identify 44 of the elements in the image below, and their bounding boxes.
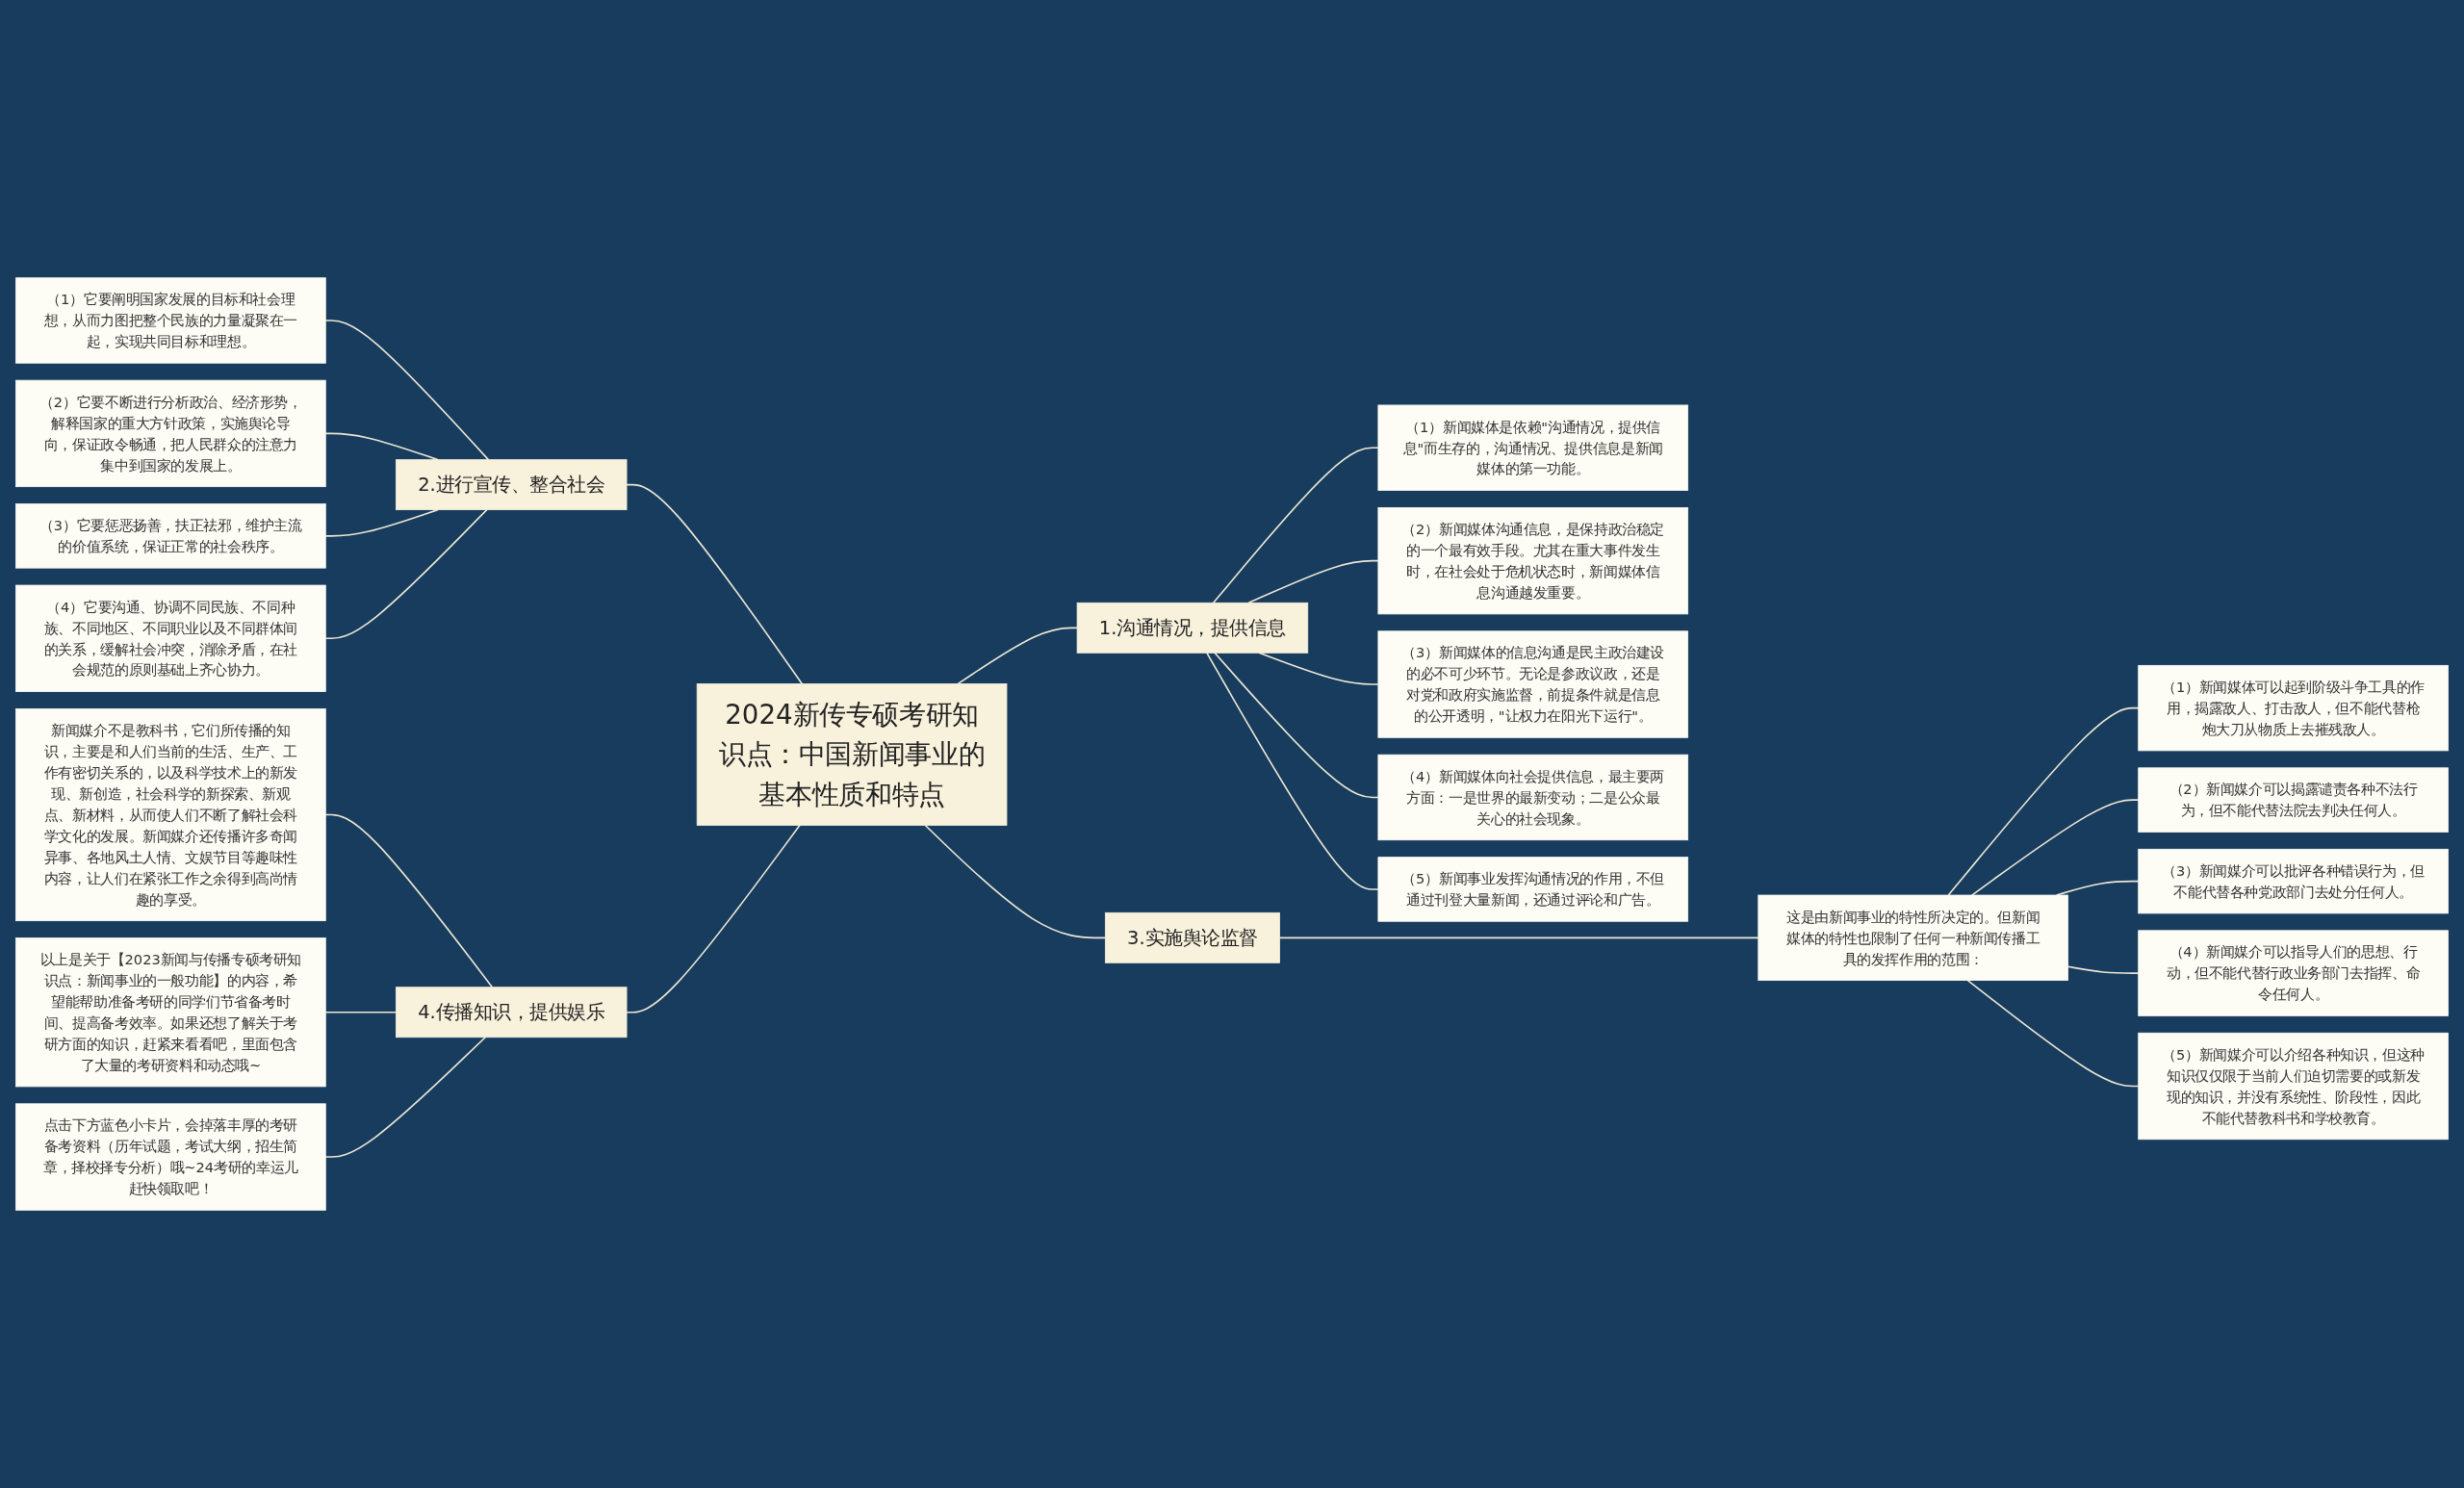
node-box: 1.沟通情况，提供信息 — [1076, 602, 1309, 654]
connector — [2066, 965, 2140, 974]
connector — [1947, 706, 2140, 896]
connector — [1970, 799, 2140, 896]
node-box: （2）它要不断进行分析政治、经济形势，解释国家的重大方针政策，实施舆论导向，保证政令畅通，把人民群众的注意力集中到国家的发展上。 — [15, 379, 326, 488]
node-box: （4）它要沟通、协调不同民族、不同种族、不同地区、不同职业以及不同群体间的关系，缓解社会冲突，消除矛盾，在社会规范的原则基础上齐心协力。 — [15, 584, 326, 692]
node-box: （1）新闻媒体是依赖"沟通情况，提供信息"而生存的，沟通情况、提供信息是新闻媒体的第一功能。 — [1377, 404, 1689, 491]
connector — [324, 1011, 398, 1013]
connector — [324, 320, 490, 461]
node-box: 新闻媒介不是教科书，它们所传播的知识，主要是和人们当前的生活、生产、工作有密切关系的，以及科学技术上的新发现、新创造，社会科学的新探索、新观点、新材料，从而使人们不断了解社会科学文化的发展。新闻媒介还传播许多奇闻异事、各地风土人情、文娱节目等趣味性内容，让人们在紧张工作之余得到高尚情趣的享受。 — [15, 708, 326, 922]
node-box: （5）新闻事业发挥沟通情况的作用，不但通过刊登大量新闻，还通过评论和广告。 — [1377, 857, 1689, 922]
node-box: 以上是关于【2023新闻与传播专硕考研知识点：新闻事业的一般功能】的内容，希望能帮助准备考研的同学们节省备考时间、提高备考效率。如果还想了解关于考研方面的知识，赶紧来看看吧，里面包含了大量的考研资料和动态哦~ — [15, 937, 326, 1088]
node-box: 这是由新闻事业的特性所决定的。但新闻媒体的特性也限制了任何一种新闻传播工具的发挥作用的范围： — [1758, 894, 2068, 981]
connector — [957, 627, 1078, 685]
connector — [324, 813, 494, 988]
connector — [324, 432, 439, 461]
node-box: 4.传播知识，提供娱乐 — [396, 987, 628, 1039]
node-box: （3）新闻媒介可以批评各种错误行为，但不能代替各种党政部门去处分任何人。 — [2138, 848, 2449, 914]
connector — [1214, 652, 1379, 799]
connector — [1278, 936, 1759, 939]
node-box: （4）新闻媒体向社会提供信息，最主要两方面：一是世界的最新变动；二是公众最关心的社会现象。 — [1377, 754, 1689, 841]
connector — [1212, 447, 1379, 604]
connector — [324, 1036, 486, 1158]
connector — [324, 508, 439, 537]
connector — [1247, 559, 1379, 604]
connector — [924, 824, 1107, 939]
node-box: （2）新闻媒体沟通信息，是保持政治稳定的一个最有效手段。尤其在重大事件发生时，在社会处于危机状态时，新闻媒体信息沟通越发重要。 — [1377, 507, 1689, 615]
connector — [1206, 652, 1379, 890]
node-box: 2.进行宣传、整合社会 — [396, 459, 628, 511]
connector — [626, 483, 804, 685]
connector — [1966, 979, 2140, 1088]
node-box: 点击下方蓝色小卡片，会掉落丰厚的考研备考资料（历年试题，考试大纲，招生简章，择校择专分析）哦~24考研的幸运儿赶快领取吧！ — [15, 1103, 326, 1211]
node-box: （1）它要阐明国家发展的目标和社会理想，从而力图把整个民族的力量凝聚在一起，实现共同目标和理想。 — [15, 277, 326, 364]
node-box: 2024新传专硕考研知识点：中国新闻事业的基本性质和特点 — [696, 683, 1008, 826]
connector — [324, 508, 488, 640]
connector — [626, 824, 801, 1013]
node-box: 3.实施舆论监督 — [1104, 911, 1280, 963]
connector — [1258, 652, 1379, 685]
node-box: （4）新闻媒介可以指导人们的思想、行动，但不能代替行政业务部门去指挥、命令任何人。 — [2138, 930, 2449, 1016]
node-box: （3）它要惩恶扬善，扶正祛邪，维护主流的价值系统，保证正常的社会秩序。 — [15, 503, 326, 569]
node-box: （5）新闻媒介可以介绍各种知识，但这种知识仅仅限于当前人们迫切需要的或新发现的知识，并没有系统性、阶段性，因此不能代替教科书和学校教育。 — [2138, 1032, 2449, 1141]
node-box: （2）新闻媒介可以揭露谴责各种不法行为，但不能代替法院去判决任何人。 — [2138, 767, 2449, 833]
node-box: （1）新闻媒体可以起到阶级斗争工具的作用，揭露敌人、打击敌人，但不能代替枪炮大刀从物质上去摧残敌人。 — [2138, 664, 2449, 752]
node-box: （3）新闻媒体的信息沟通是民主政治建设的必不可少环节。无论是参政议政，还是对党和政府实施监督，前提条件就是信息的公开透明，"让权力在阳光下运行"。 — [1377, 630, 1689, 738]
